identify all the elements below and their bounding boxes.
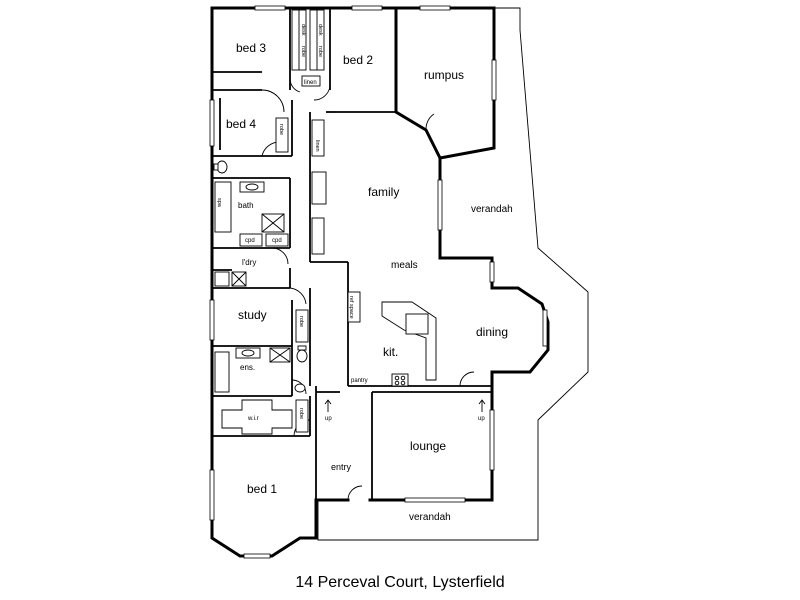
- verandah-outline: [317, 7, 589, 541]
- room-rumpus: rumpus: [424, 68, 464, 82]
- fixture-labels: desk desk robe robe linen robe linen spa…: [216, 24, 485, 422]
- room-laundry: l'dry: [242, 258, 256, 267]
- linen-label: linen: [304, 80, 317, 86]
- robe-label: robe: [300, 46, 306, 57]
- plan-caption: 14 Perceval Court, Lysterfield: [295, 574, 504, 591]
- cpd-label-2: cpd: [272, 238, 282, 244]
- fixtures: [213, 9, 486, 435]
- internal-walls: [212, 8, 492, 500]
- room-study: study: [238, 308, 267, 322]
- room-kitchen: kit.: [383, 345, 398, 359]
- room-verandah-east: verandah: [471, 204, 513, 215]
- robe-label-2: robe: [317, 46, 323, 57]
- entry-robe-label: robe: [298, 408, 304, 419]
- room-labels: bed 3 bed 2 rumpus bed 4 family bath ver…: [226, 41, 513, 523]
- room-dining: dining: [476, 325, 508, 339]
- external-walls: [210, 6, 550, 558]
- up-label-2: up: [478, 416, 485, 422]
- study-robe-label: robe: [298, 316, 304, 327]
- room-bed4: bed 4: [226, 117, 256, 131]
- bed4-robe-label: robe: [278, 124, 284, 135]
- up-label-1: up: [325, 416, 332, 422]
- room-wir: w.i.r: [247, 416, 259, 422]
- room-bed1: bed 1: [247, 482, 277, 496]
- desk-label-2: desk: [317, 24, 323, 36]
- room-bed3: bed 3: [236, 41, 266, 55]
- room-bed2: bed 2: [343, 53, 373, 67]
- room-meals: meals: [391, 260, 418, 271]
- corridor-linen-label: linen: [314, 140, 320, 152]
- windows: [209, 5, 548, 559]
- room-bath: bath: [238, 201, 254, 210]
- cpd-label-1: cpd: [245, 238, 255, 244]
- room-family: family: [368, 185, 399, 199]
- spa-label: spa: [216, 198, 222, 208]
- room-lounge: lounge: [410, 439, 446, 453]
- desk-label: desk: [300, 24, 306, 36]
- room-ensuite: ens.: [240, 363, 255, 372]
- room-verandah-south: verandah: [409, 512, 451, 523]
- ref-space-label: ref space: [348, 296, 354, 319]
- pantry-label: pantry: [351, 378, 368, 384]
- room-entry: entry: [331, 462, 352, 472]
